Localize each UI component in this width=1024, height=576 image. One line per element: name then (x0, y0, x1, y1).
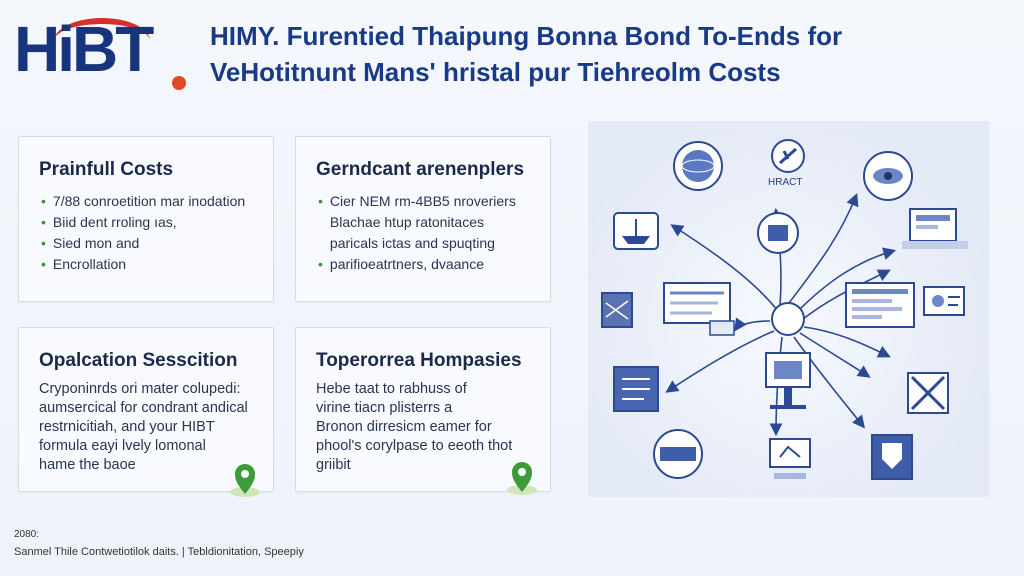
list-item: •paricals ictas and spuqting (329, 235, 495, 251)
network-diagram: HRACT (588, 121, 989, 497)
list-item: •Biid dent rroling ıas, (41, 214, 177, 230)
connector-arrow (799, 332, 871, 378)
footer-line-2: Sanmel Thile Contwetiotilok daits. | Teb… (14, 546, 304, 558)
card-gerndcant-arenenplers: Gerndcant arenenplers •Cier NEM rm-4BB5 … (295, 136, 551, 302)
connector-arrow (665, 330, 775, 393)
card-heading: Opalcation Sesscition (39, 350, 238, 371)
paragraph-line: griibit (316, 457, 351, 473)
paragraph-line: formula eayi lvely lomonal (39, 438, 206, 454)
paragraph-line: hame the baoe (39, 457, 136, 473)
list-item: •Encrollation (41, 256, 127, 272)
computer-monitor-icon (769, 438, 811, 479)
list-item: •Cier NEM rm-4BB5 nroveriers (318, 193, 516, 209)
institution-icon (601, 292, 633, 328)
paragraph-line: restrnicitiah, and your HIBT (39, 419, 215, 435)
diagram-svg (601, 139, 968, 480)
paragraph-line: Cryponinrds ori mater colupedi: (39, 381, 241, 397)
footer-line-1: 2080: (14, 529, 40, 540)
brand-logo: HiBT (14, 13, 186, 90)
list-item: •7/88 conroetition mar inodation (41, 193, 246, 209)
card-toperorrea-hompasies: Toperorrea Hompasies Hebe taat to rabhus… (295, 327, 551, 495)
connector-arrow (797, 247, 897, 312)
connector-arrow (785, 193, 859, 308)
hub-circle-icon (771, 302, 805, 336)
title-line-2: VeHotitnunt Mans' hristal pur Tiehreolm … (210, 57, 781, 87)
title-line-1: HIMY. Furentied Thaipung Bonna Bond To-E… (210, 21, 843, 51)
card-paragraph: Cryponinrds ori mater colupedi: aumserci… (39, 380, 248, 475)
paragraph-line: virine tiacn plisterrs a (316, 400, 453, 416)
eye-badge-icon (863, 151, 913, 201)
connector-arrow (734, 317, 771, 332)
logo-dot (172, 76, 186, 90)
card-heading: Gerndcant arenenplers (316, 159, 525, 180)
globe-badge-icon (673, 141, 723, 191)
page-title: HIMY. Furentied Thaipung Bonna Bond To-E… (210, 18, 990, 90)
card-heading: Toperorrea Hompasies (316, 350, 522, 371)
paragraph-line: Bronon dirresicm eamer for (316, 419, 492, 435)
logo-text: HiBT (14, 13, 154, 85)
round-seal-icon (653, 429, 703, 479)
paragraph-line: Hebe taat to rabhuss of (316, 381, 467, 397)
tablet-form-icon (845, 282, 915, 328)
location-pin-icon (230, 464, 260, 497)
list-item: •parifioeatrtners, dvaance (318, 256, 484, 272)
cross-box-icon (907, 372, 949, 414)
paragraph-line: phool's corylpase to eeoth thot (316, 438, 513, 454)
card-heading: Prainfull Costs (39, 159, 174, 180)
shield-badge-icon (871, 434, 913, 480)
list-panel-icon (613, 366, 659, 412)
connector-arrow (793, 336, 865, 429)
ship-badge-icon (613, 212, 659, 250)
connector-arrow (803, 326, 891, 358)
bullet-list: •Cier NEM rm-4BB5 nroveriers •Blachae ht… (318, 191, 516, 275)
paragraph-line: aumsercical for condrant andical (39, 400, 248, 416)
list-item: •Sied mon and (41, 235, 140, 251)
card-opalcation-sesscition: Opalcation Sesscition Cryponinrds ori ma… (18, 327, 274, 497)
list-item: •Blachae htup ratonitaces (329, 214, 485, 230)
id-card-icon (923, 286, 965, 316)
connector-arrow (670, 224, 779, 312)
monitor-stand-icon (765, 352, 811, 409)
screen-panel-icon (902, 208, 968, 249)
bullet-list: •7/88 conroetition mar inodation •Biid d… (41, 191, 245, 275)
laptop-chart-icon (663, 282, 735, 336)
card-prainfull-costs: Prainfull Costs •7/88 conroetition mar i… (18, 136, 274, 302)
building-badge-icon (757, 212, 799, 254)
diagram-label-top: HRACT (768, 177, 803, 188)
location-pin-icon (507, 462, 537, 495)
logo-arc (54, 18, 150, 64)
rocket-badge-icon (771, 139, 805, 173)
card-paragraph: Hebe taat to rabhuss of virine tiacn pli… (316, 380, 512, 475)
